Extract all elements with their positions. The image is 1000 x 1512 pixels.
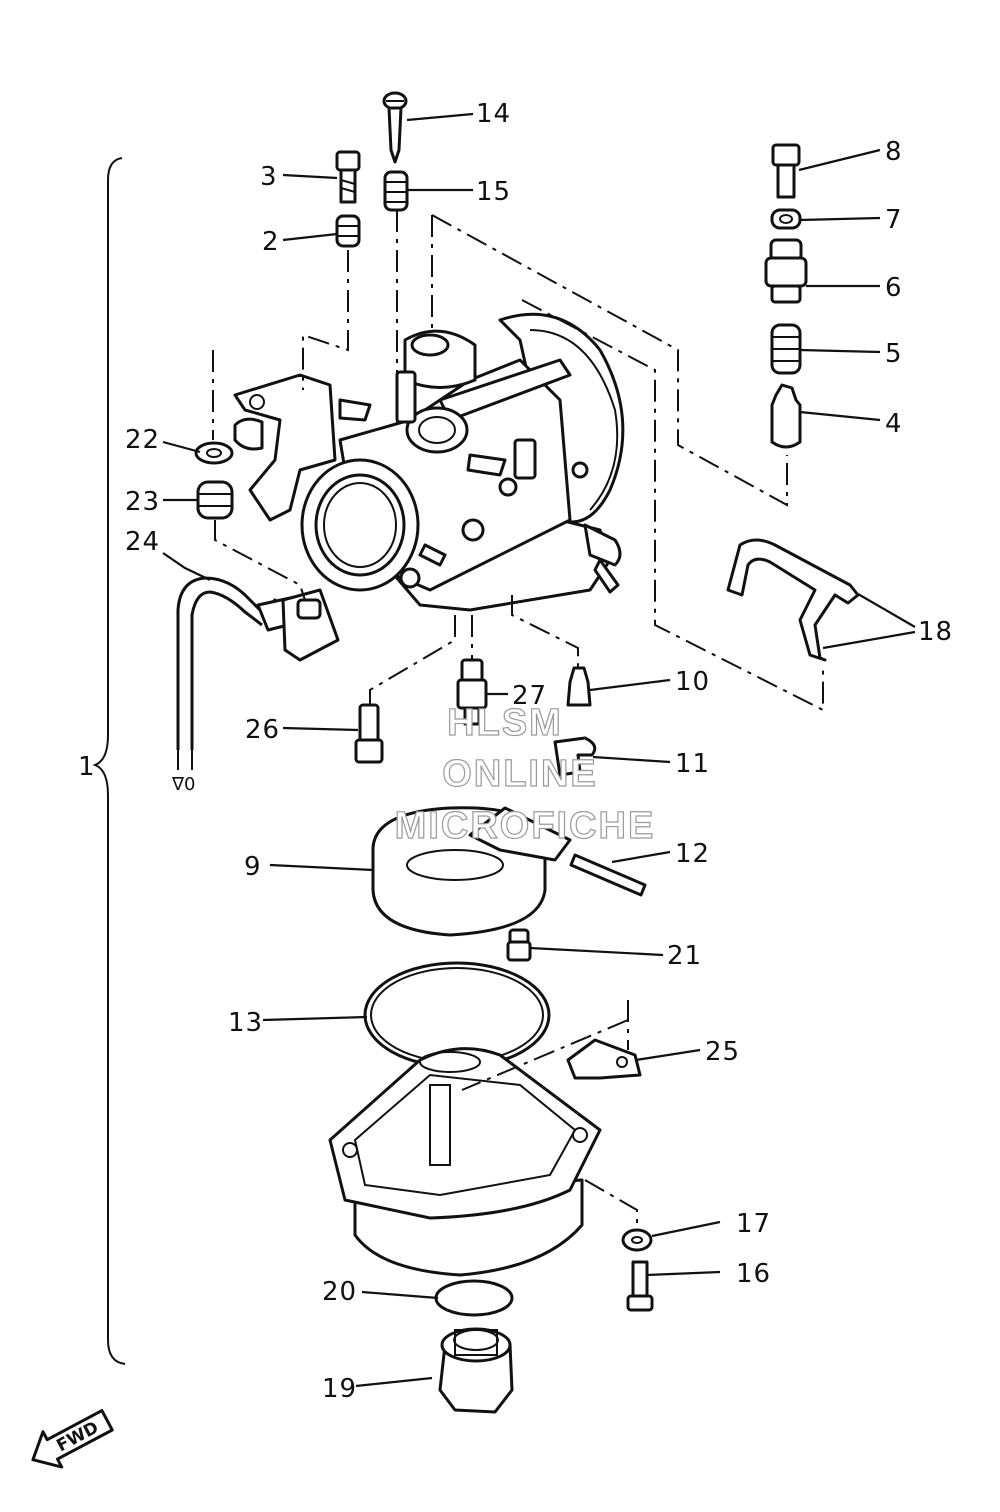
callout-27: 27	[512, 681, 547, 711]
callout-23: 23	[125, 487, 160, 517]
watermark-line-1: HLSM	[447, 702, 563, 744]
leader-lines	[162, 112, 916, 1388]
part-9-float	[371, 806, 572, 937]
part-26-jet	[354, 703, 384, 764]
wire-terminal-label: ∇0	[171, 774, 196, 795]
dash-line-4	[431, 214, 788, 507]
watermark-line-2: ONLINE	[442, 753, 598, 795]
callout-25: 25	[705, 1037, 740, 1067]
carburetor-body	[233, 312, 625, 612]
callout-14: 14	[476, 99, 511, 129]
callout-18: 18	[918, 617, 953, 647]
dash-line-2	[302, 250, 349, 390]
part-3-screw	[335, 150, 361, 204]
part-5-spring	[770, 323, 802, 375]
part-19-drain-plug	[438, 1327, 514, 1414]
part-14-needle-screw	[382, 91, 408, 164]
part-21-screw	[506, 928, 532, 962]
fwd-arrow-icon: FWD	[31, 1409, 114, 1469]
part-27-jet	[456, 658, 488, 726]
callout-4: 4	[885, 409, 903, 439]
part-17-washer	[621, 1228, 653, 1252]
part-8-bolt	[771, 143, 801, 199]
callout-15: 15	[476, 177, 511, 207]
callout-20: 20	[322, 1277, 357, 1307]
callout-10: 10	[675, 667, 710, 697]
part-15-spring	[383, 170, 409, 212]
watermark-line-3: MICROFICHE	[395, 805, 656, 847]
dash-line-26	[369, 615, 456, 705]
dash-line-25	[461, 1000, 629, 1091]
callout-9: 9	[244, 852, 262, 882]
callout-5: 5	[885, 339, 903, 369]
callout-13: 13	[228, 1008, 263, 1038]
callout-1: 1	[78, 752, 96, 782]
watermark: HLSM ONLINE MICROFICHE	[394, 701, 656, 847]
part-22-washer	[194, 441, 234, 465]
part-12-float-pin	[569, 853, 647, 897]
dash-line-23	[214, 520, 306, 601]
part-7-washer	[770, 208, 802, 230]
callout-22: 22	[125, 425, 160, 455]
callout-6: 6	[885, 273, 903, 303]
float-bowl	[328, 1047, 602, 1277]
part-18-hose	[726, 538, 860, 662]
callout-3: 3	[260, 162, 278, 192]
dash-line-17	[584, 1179, 638, 1230]
part-16-screw	[626, 1260, 654, 1312]
dash-line-18	[521, 299, 824, 712]
part-2-spring	[335, 214, 361, 248]
part-11-clip	[553, 736, 597, 777]
part-6-fitting	[764, 238, 808, 304]
callout-17: 17	[736, 1209, 771, 1239]
callout-7: 7	[885, 205, 903, 235]
part-23-spring	[196, 480, 234, 520]
callout-12: 12	[675, 839, 710, 869]
callout-24: 24	[125, 527, 160, 557]
assembly-bracket	[92, 157, 126, 1365]
callout-16: 16	[736, 1259, 771, 1289]
callout-26: 26	[245, 715, 280, 745]
dash-line-10	[511, 595, 579, 668]
part-25-bracket	[566, 1038, 642, 1080]
callout-2: 2	[262, 227, 280, 257]
callout-11: 11	[675, 749, 710, 779]
part-20-oring	[434, 1279, 514, 1317]
part-4-plunger	[770, 383, 802, 449]
callout-8: 8	[885, 137, 903, 167]
callout-19: 19	[322, 1374, 357, 1404]
callout-21: 21	[667, 941, 702, 971]
part-10-needle-valve	[566, 666, 592, 707]
part-24-sensor-harness: ∇0	[171, 576, 340, 795]
